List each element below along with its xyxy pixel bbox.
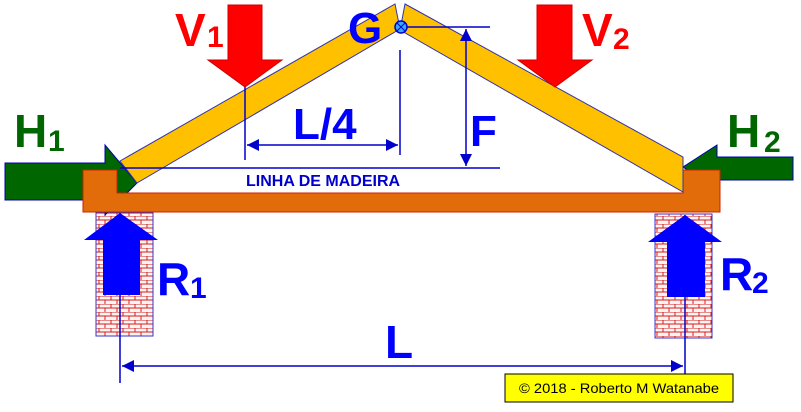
r2-reaction-arrow	[648, 215, 722, 297]
ridge-label: G	[348, 4, 382, 53]
r1-label: R	[157, 253, 190, 305]
v1-label: V	[175, 4, 206, 56]
tie-beam	[82, 169, 721, 213]
span-label: L	[385, 316, 413, 368]
v1-subscript: 1	[207, 21, 224, 54]
h1-label: H	[14, 105, 47, 157]
r2-subscript: 2	[752, 267, 769, 300]
r1-subscript: 1	[190, 272, 207, 305]
r1-reaction-arrow	[84, 213, 158, 295]
h2-subscript: 2	[764, 126, 781, 159]
h1-subscript: 1	[48, 125, 65, 158]
credit-box	[504, 373, 734, 403]
rise-label: F	[470, 107, 497, 156]
v2-load-arrow	[516, 4, 594, 88]
quarter-span-label: L/4	[293, 100, 357, 149]
v2-subscript: 2	[613, 23, 630, 56]
tie-beam-label: LINHA DE MADEIRA	[246, 173, 401, 190]
r2-label: R	[720, 248, 753, 300]
v2-label: V	[582, 4, 613, 56]
copyright-text: © 2018 - Roberto M Watanabe	[519, 380, 719, 396]
v1-load-arrow	[206, 4, 284, 88]
h2-label: H	[727, 105, 760, 157]
